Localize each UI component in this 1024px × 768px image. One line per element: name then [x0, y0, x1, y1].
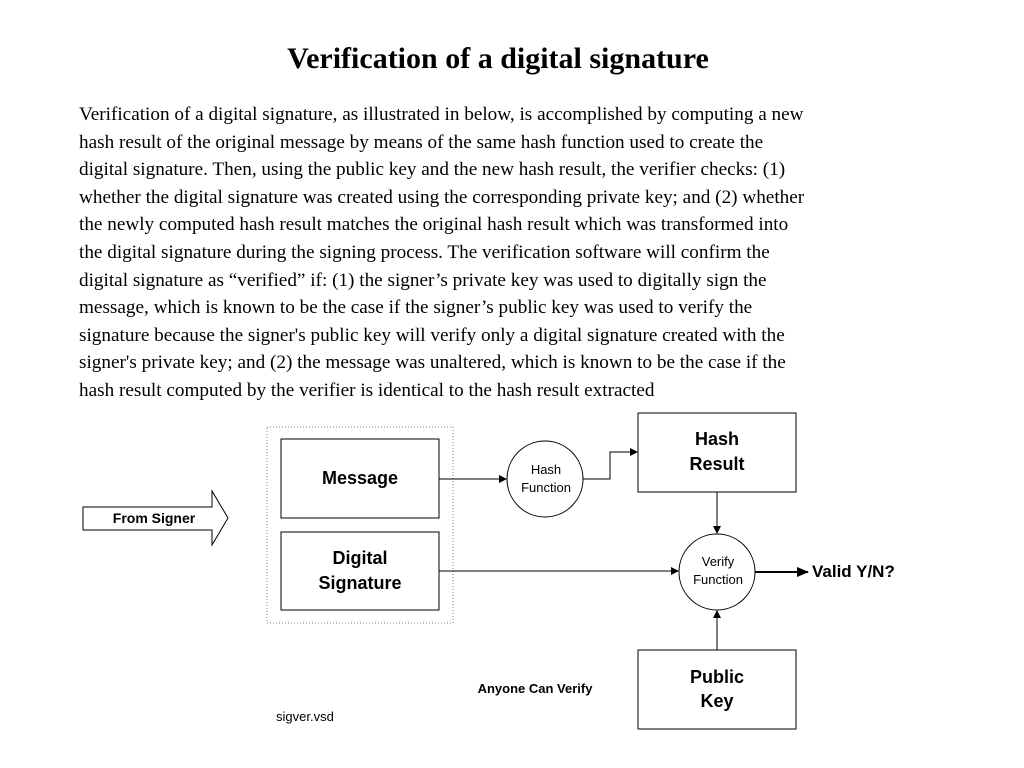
message-box: [280, 438, 440, 519]
paragraph-line: the digital signature during the signing…: [79, 241, 770, 263]
message-label: Message: [322, 468, 398, 488]
hash-function-circle: [506, 440, 584, 518]
anyone-can-verify-label: Anyone Can Verify: [478, 681, 594, 696]
hash-result-label-line2: Result: [689, 454, 744, 474]
page-title: Verification of a digital signature: [287, 42, 709, 75]
valid-output-label: Valid Y/N?: [812, 562, 895, 581]
verify-function-label-line1: Verify: [702, 554, 735, 569]
body-paragraph: Verification of a digital signature, as …: [79, 101, 959, 405]
signer-input-group: [266, 426, 454, 624]
digital-signature-box: [280, 531, 440, 611]
hash-function-to-result-arrow: [583, 448, 638, 480]
hash-result-label-line1: Hash: [695, 429, 739, 449]
paragraph-line: hash result computed by the verifier is …: [79, 379, 655, 401]
hash-function-label-line2: Function: [521, 480, 571, 495]
from-signer-label: From Signer: [113, 510, 196, 526]
public-key-box: [637, 649, 797, 730]
paragraph-line: signer's private key; and (2) the messag…: [79, 352, 786, 374]
paragraph-line: hash result of the original message by m…: [79, 131, 764, 153]
hash-function-label-line1: Hash: [531, 462, 561, 477]
paragraph-line: message, which is known to be the case i…: [79, 297, 753, 319]
paragraph-line: digital signature as “verified” if: (1) …: [79, 269, 767, 291]
paragraph-line: whether the digital signature was create…: [79, 186, 805, 208]
hash-result-box: [637, 412, 797, 493]
public-key-label-line1: Public: [690, 667, 744, 687]
from-signer-arrow-shape: [82, 489, 229, 547]
digital-signature-label-line1: Digital: [332, 548, 387, 568]
paragraph-line: Verification of a digital signature, as …: [79, 104, 804, 125]
digital-signature-label-line2: Signature: [318, 573, 401, 593]
source-file-note: sigver.vsd: [276, 709, 334, 724]
paragraph-line: the newly computed hash result matches t…: [79, 214, 789, 236]
paragraph-line: signature because the signer's public ke…: [79, 324, 785, 346]
public-key-label-line2: Key: [700, 691, 733, 711]
paragraph-line: digital signature. Then, using the publi…: [79, 159, 786, 181]
verify-function-label-line2: Function: [693, 572, 743, 587]
